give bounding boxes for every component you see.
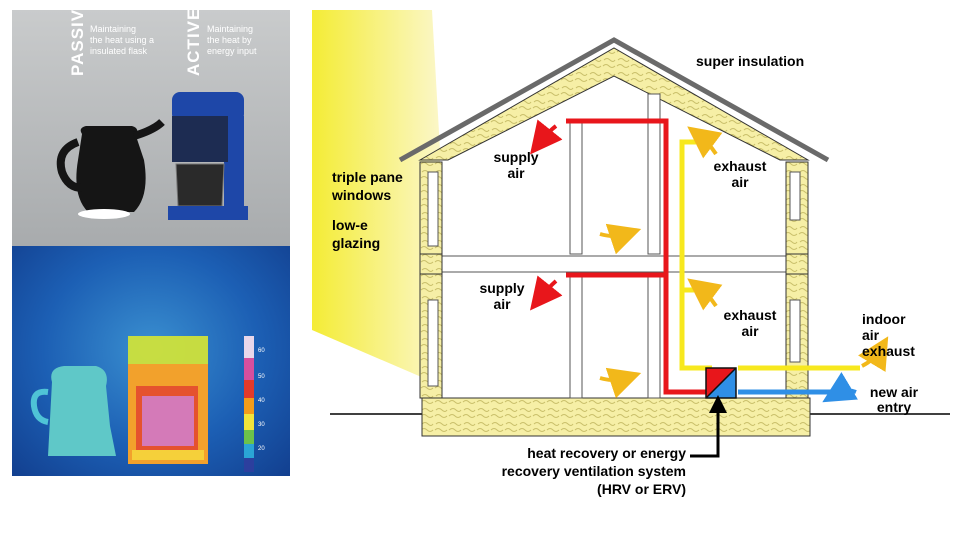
passive-active-photo: PASSIVE Maintaining the heat using a ins… bbox=[12, 10, 290, 246]
supply-duct-upper bbox=[566, 118, 712, 395]
floor-edge-right bbox=[785, 253, 809, 275]
window-upper-left bbox=[427, 171, 439, 247]
thermos-flask-icon bbox=[56, 119, 165, 219]
supply-arrow-upper bbox=[530, 119, 563, 155]
low-e-label-2: glazing bbox=[332, 235, 380, 251]
column-lower-1 bbox=[569, 273, 583, 399]
room-airflow-upper bbox=[599, 223, 642, 255]
triple-pane-label-1: triple pane bbox=[332, 169, 403, 185]
active-caption: Maintaining the heat by energy input bbox=[207, 24, 257, 56]
passive-caption: Maintaining the heat using a insulated f… bbox=[90, 24, 155, 56]
window-lower-right bbox=[789, 299, 801, 363]
foundation-insulation bbox=[421, 397, 811, 437]
hrv-unit-icon bbox=[705, 367, 737, 399]
roof-line bbox=[398, 37, 830, 163]
exhaust-out-arrow bbox=[858, 336, 889, 372]
exhaust-air-lower-1: exhaust bbox=[724, 307, 777, 323]
hrv-label-3: (HRV or ERV) bbox=[597, 481, 686, 497]
low-e-label-1: low-e bbox=[332, 217, 368, 233]
scale-tick: 30 bbox=[258, 422, 265, 428]
photo-panel: PASSIVE Maintaining the heat using a ins… bbox=[12, 10, 290, 476]
supply-arrow-lower bbox=[530, 275, 563, 311]
column-lower-2 bbox=[647, 273, 661, 399]
supply-air-upper-1: supply bbox=[493, 149, 538, 165]
intermediate-floor bbox=[441, 255, 787, 273]
thermal-image: 60 50 40 30 20 bbox=[12, 246, 290, 476]
exhaust-arrow-lower bbox=[687, 278, 723, 311]
indoor-air-exhaust-1: indoor bbox=[862, 311, 906, 327]
window-lower-left bbox=[427, 299, 439, 387]
floor-edge-left bbox=[419, 253, 443, 275]
hrv-label-2: recovery ventilation system bbox=[502, 463, 686, 479]
exhaust-air-lower-2: air bbox=[741, 323, 759, 339]
hrv-pointer-arrow bbox=[690, 395, 727, 458]
column-upper-1 bbox=[569, 119, 583, 255]
exhaust-air-upper-1: exhaust bbox=[714, 158, 767, 174]
exhaust-air-upper-2: air bbox=[731, 174, 749, 190]
supply-air-lower-1: supply bbox=[479, 280, 524, 296]
exhaust-duct-inside bbox=[679, 139, 712, 371]
scale-tick: 60 bbox=[258, 348, 265, 354]
indoor-air-exhaust-3: exhaust bbox=[862, 343, 915, 359]
scale-tick: 50 bbox=[258, 374, 265, 380]
exhaust-arrow-upper bbox=[687, 126, 723, 159]
super-insulation-label: super insulation bbox=[696, 53, 804, 69]
column-upper-2 bbox=[647, 93, 661, 255]
sunlight-beam bbox=[312, 10, 440, 385]
supply-air-upper-2: air bbox=[507, 165, 525, 181]
roof-insulation bbox=[418, 47, 810, 161]
appliance-illustration bbox=[56, 92, 248, 220]
new-air-arrow bbox=[822, 372, 858, 403]
temperature-scale: 60 50 40 30 20 bbox=[244, 336, 265, 472]
new-air-entry-2: entry bbox=[877, 399, 911, 415]
hrv-label-1: heat recovery or energy bbox=[527, 445, 686, 461]
triple-pane-label-2: windows bbox=[331, 187, 391, 203]
scale-tick: 40 bbox=[258, 398, 265, 404]
thermal-illustration: 60 50 40 30 20 bbox=[30, 336, 265, 472]
room-airflow-lower bbox=[599, 367, 642, 399]
supply-air-lower-2: air bbox=[493, 296, 511, 312]
scale-tick: 20 bbox=[258, 446, 265, 452]
coffee-maker-icon bbox=[168, 92, 248, 220]
indoor-air-exhaust-2: air bbox=[862, 327, 880, 343]
window-upper-right bbox=[789, 171, 801, 221]
new-air-entry-1: new air bbox=[870, 384, 919, 400]
